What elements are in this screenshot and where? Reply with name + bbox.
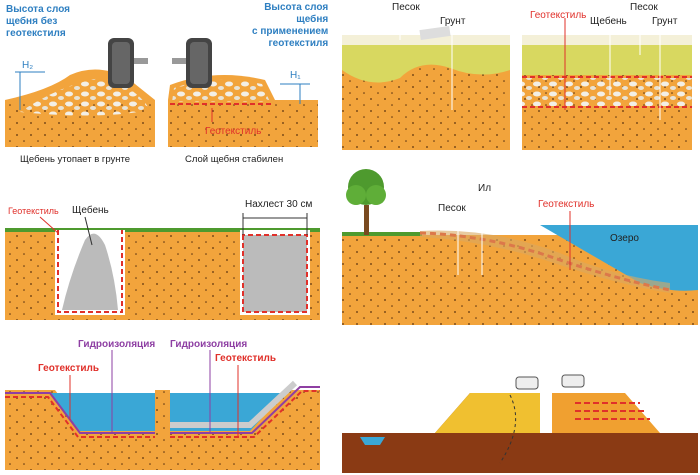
waterproofing-line-left xyxy=(5,392,155,434)
h2-label: H₂ xyxy=(22,60,34,71)
geotextile-right-label: Геотекстиль xyxy=(215,353,277,364)
panel-lake-shore: Ил Песок Геотекстиль Озеро xyxy=(340,165,700,330)
gravel-fill-right xyxy=(242,234,308,313)
panel4-illustration xyxy=(342,169,698,325)
trench-geotextile-left xyxy=(57,230,123,313)
clay-base xyxy=(342,433,698,473)
car-left-icon xyxy=(515,376,539,390)
embankment-right xyxy=(552,393,660,433)
gravel-layer-right xyxy=(522,78,692,106)
geotextile-line-left xyxy=(5,396,155,438)
waterproofing-line-right xyxy=(170,386,320,434)
h1-label: H₁ xyxy=(290,70,301,81)
left-title: Высота слоя щебня без геотекстиля xyxy=(6,4,71,39)
embankment-left xyxy=(435,393,540,433)
lake-water xyxy=(540,225,698,291)
caption-left: Щебень утопает в грунте xyxy=(20,154,131,165)
panel-drainage-trench: Геотекстиль Щебень Нахлест 30 см xyxy=(0,185,335,325)
waterproofing-left-label: Гидроизоляция xyxy=(78,339,156,350)
caption-right: Слой щебня стабилен xyxy=(185,154,284,165)
panel-road-embankment xyxy=(340,365,700,475)
geotextile-label: Геотекстиль xyxy=(530,10,587,21)
gravel-lining-right xyxy=(170,380,298,428)
grass-strip xyxy=(5,228,320,232)
geotextile-line-right xyxy=(170,390,320,438)
waterproofing-right-label: Гидроизоляция xyxy=(170,339,248,350)
gravel-label: Щебень xyxy=(72,205,109,216)
sand-label: Песок xyxy=(392,2,420,13)
car-right-icon xyxy=(561,374,585,388)
tree-trunk xyxy=(364,205,369,235)
sand-layer-left xyxy=(342,35,510,83)
panel2-illustration xyxy=(342,12,692,150)
panel3-illustration xyxy=(5,213,320,320)
gravel-fill-left xyxy=(62,233,118,310)
geotextile-left-label: Геотекстиль xyxy=(38,363,100,374)
panel-gravel-sinking: Высота слоя щебня без геотекстиля Высота… xyxy=(0,0,335,170)
lake-label: Озеро xyxy=(610,233,639,244)
geotextile-label: Геотекстиль xyxy=(538,199,595,210)
ditch-water xyxy=(360,437,385,445)
panel5-illustration xyxy=(5,350,320,470)
gravel-label: Щебень xyxy=(590,16,627,27)
geotextile-label: Геотекстиль xyxy=(8,206,59,216)
overlap-label: Нахлест 30 см xyxy=(245,199,313,210)
panel-road-layers: Песок Грунт Геотекстиль Щебень Песок Гру… xyxy=(340,0,700,155)
panel1-illustration xyxy=(5,38,318,147)
panel-canal-waterproofing: Гидроизоляция Геотекстиль Гидроизоляция … xyxy=(0,335,335,475)
geotextile-label: Геотекстиль xyxy=(205,126,262,137)
right-title: Высота слоя щебня с применением геотекст… xyxy=(252,2,329,49)
soil-label: Грунт xyxy=(440,16,466,27)
canal-water-left xyxy=(50,393,155,431)
sand-label: Песок xyxy=(438,203,466,214)
soil2-label: Грунт xyxy=(652,16,678,27)
silt-label: Ил xyxy=(478,183,492,194)
panel6-illustration xyxy=(342,374,698,473)
sand2-label: Песок xyxy=(630,2,658,13)
